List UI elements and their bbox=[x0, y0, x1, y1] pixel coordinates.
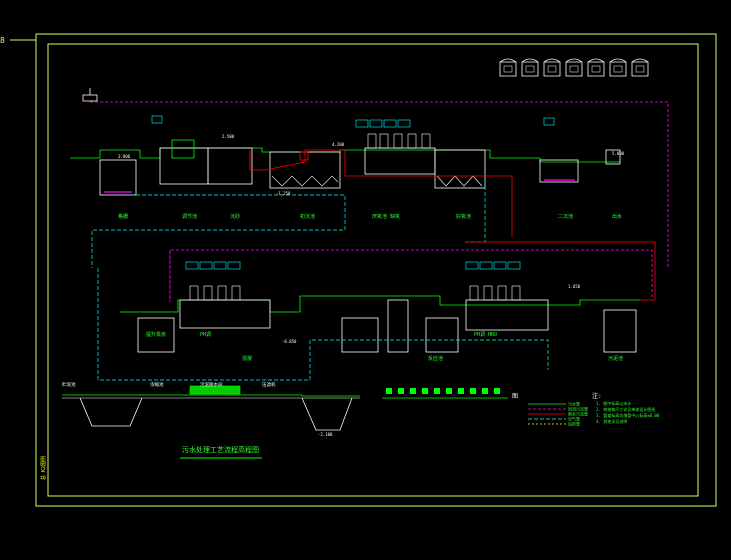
dosing-columns-top bbox=[367, 133, 431, 149]
elevation-label: 5.000 bbox=[612, 151, 625, 156]
primary-hopper bbox=[271, 175, 339, 187]
stage-label: 沉砂 bbox=[230, 213, 240, 220]
side-tag: 总 K2图例 bbox=[40, 456, 47, 480]
thickener-right bbox=[301, 397, 353, 431]
stage-label: 污泥池 bbox=[608, 355, 623, 362]
excess-sludge-line-mid bbox=[465, 241, 656, 301]
tank-hro bbox=[465, 299, 549, 331]
elevation-label: 2.500 bbox=[222, 134, 235, 139]
drawing-badge-icon bbox=[499, 58, 517, 77]
aerobic-hopper bbox=[436, 175, 483, 187]
tank-screen bbox=[99, 159, 137, 196]
note-line: 4. 其他详见说明 bbox=[596, 418, 627, 424]
stage-label: 贮泥池 bbox=[62, 381, 76, 388]
green-filter-press bbox=[189, 385, 241, 395]
thickener-left bbox=[79, 397, 143, 427]
air-line-right bbox=[465, 180, 486, 243]
stage-label: 格栅 bbox=[118, 213, 128, 220]
air-line-mid bbox=[97, 268, 549, 381]
stage-label: 二沉池 bbox=[558, 213, 573, 220]
legend-item-label: 污水管 bbox=[568, 401, 580, 407]
legend-item-label: 剩余污泥管 bbox=[568, 411, 588, 417]
excess-sludge-line-top bbox=[249, 149, 513, 238]
air-line-top bbox=[91, 194, 346, 268]
legend-item-label: 回流污泥管 bbox=[568, 406, 588, 412]
stage-label: 出水 bbox=[612, 213, 622, 220]
inlet-pump-symbol bbox=[82, 94, 98, 102]
tank-sludge bbox=[603, 309, 637, 353]
drawing-badge-icon bbox=[609, 58, 627, 77]
stage-label: PH调 bbox=[200, 331, 211, 338]
note-line: 3. 管道标高均指管中心标高±0.00 bbox=[596, 412, 660, 418]
drawing-badge-icon bbox=[543, 58, 561, 77]
red-valve-top bbox=[299, 151, 309, 161]
sewage-line-top bbox=[70, 147, 620, 163]
outlet-chamber bbox=[605, 149, 621, 165]
stage-label: 初沉池 bbox=[300, 213, 315, 220]
frame-tick-label: 8 bbox=[0, 36, 5, 45]
legend-heading: 图 bbox=[512, 393, 518, 400]
tank-coagulation bbox=[341, 317, 379, 353]
note-line: 2. 构筑物尺寸详见单体设计图纸 bbox=[596, 406, 655, 412]
return-sludge-line-mid bbox=[169, 249, 653, 302]
tank-secondary bbox=[539, 159, 579, 183]
drawing-badge-icon bbox=[565, 58, 583, 77]
legend-item-label: 空气管 bbox=[568, 416, 580, 422]
tank-equalization bbox=[159, 147, 209, 185]
tank-ph-hro bbox=[425, 317, 459, 353]
icon-badge-row bbox=[499, 58, 649, 77]
stage-label: 污泥脱水间 bbox=[200, 381, 223, 388]
dosing-tags-top bbox=[151, 115, 555, 128]
elevation-label: 4.200 bbox=[332, 142, 345, 147]
inner-frame bbox=[47, 43, 699, 497]
process-glyph-row bbox=[386, 388, 500, 394]
elevation-label: -2.100 bbox=[318, 432, 333, 437]
stage-label: 反应池 bbox=[428, 355, 443, 362]
stage-label: 混凝 bbox=[242, 355, 252, 362]
tank-anoxic bbox=[364, 147, 436, 175]
elevation-label: -1.250 bbox=[276, 191, 291, 196]
tank-grit bbox=[207, 147, 253, 185]
return-sludge-line-top bbox=[90, 101, 669, 268]
dosing-tags-mid bbox=[185, 261, 521, 270]
middle-process-row bbox=[97, 241, 656, 381]
elevation-label: -0.850 bbox=[282, 339, 297, 344]
tank-aerobic bbox=[434, 149, 486, 189]
green-media-block bbox=[171, 139, 195, 159]
notes-heading: 注: bbox=[592, 392, 602, 400]
sewage-line-bottom bbox=[62, 394, 360, 397]
stage-label: 好氧池 bbox=[456, 213, 471, 220]
elevation-label: 1.650 bbox=[568, 284, 581, 289]
drawing-badge-icon bbox=[521, 58, 539, 77]
stage-label: 调节池 bbox=[182, 213, 197, 220]
stage-label: 厌氧池 缺氧 bbox=[372, 213, 400, 220]
stage-label: 压滤机 bbox=[262, 381, 276, 388]
drawing-badge-icon bbox=[587, 58, 605, 77]
tank-lift-pump bbox=[137, 317, 175, 353]
outer-frame bbox=[35, 33, 717, 507]
title-block-label: 污水处理工艺流程高程图 bbox=[182, 445, 259, 454]
drawing-badge-icon bbox=[631, 58, 649, 77]
top-process-row bbox=[70, 88, 669, 268]
note-line: 1. 图中标高以米计 bbox=[596, 400, 631, 406]
dosing-columns-mid bbox=[189, 285, 521, 301]
stage-label: 提升泵房 bbox=[146, 331, 166, 338]
stage-label: 浓缩池 bbox=[150, 381, 164, 388]
elevation-label: 3.800 bbox=[118, 154, 131, 159]
bottom-process-row: 污水处理工艺流程高程图 bbox=[62, 385, 508, 459]
sewage-line-mid bbox=[120, 295, 640, 313]
legend-item-label: 加药管 bbox=[568, 421, 580, 427]
tank-reaction bbox=[387, 299, 409, 353]
stage-label: PH调 HRO bbox=[474, 331, 497, 338]
tank-ph-adjust bbox=[179, 299, 271, 329]
